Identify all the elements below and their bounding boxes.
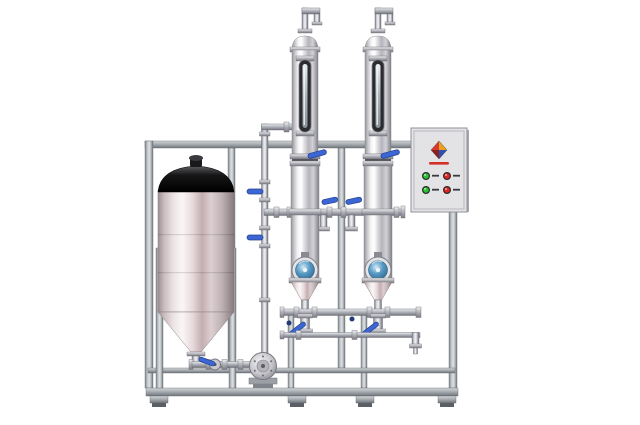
indicator-light-1	[423, 173, 429, 179]
frame-post-front-left	[144, 140, 154, 389]
indicator-lights	[422, 172, 451, 194]
tank-cone-bottom	[157, 311, 235, 353]
butterfly-valve-column-1	[289, 313, 313, 336]
tank-valve-handle	[198, 356, 216, 367]
manifold-valve-handle-1	[321, 196, 339, 205]
tank-body	[157, 189, 235, 313]
membrane-column-2	[361, 7, 401, 311]
butterfly-valve-column-2	[362, 313, 386, 336]
brand-logo-icon	[430, 140, 448, 160]
leveling-feet	[149, 395, 457, 407]
indicator-light-3	[423, 187, 429, 193]
riser-valve-handle-upper	[246, 188, 264, 195]
frame-mid-rail	[147, 367, 456, 374]
pump-bolts	[253, 355, 273, 377]
panel-door-seam	[413, 130, 465, 210]
sensor-knob-left	[286, 320, 292, 326]
support-leg-right	[360, 314, 368, 389]
indicator-light-4	[444, 187, 450, 193]
manifold-valve-handle-2	[345, 196, 363, 205]
tri-clamp-fittings	[259, 131, 271, 303]
brand-text-mark	[429, 162, 449, 165]
tri-clamp-fittings	[293, 306, 422, 318]
light-label-marks	[432, 174, 460, 191]
sensor-knob-middle	[349, 316, 355, 322]
support-leg-left	[287, 314, 295, 389]
lower-manifold-upper-pipe	[279, 306, 422, 318]
lower-manifold-lower-pipe	[279, 316, 422, 355]
tank-dome-lid	[157, 165, 235, 193]
frame-base-rail	[145, 387, 459, 397]
riser-valve-handle-lower	[246, 234, 264, 241]
control-panel	[410, 127, 469, 213]
tank-outlet-line	[188, 356, 259, 371]
feed-pump	[248, 352, 278, 388]
panel-enclosure	[410, 127, 468, 213]
feed-tank	[155, 155, 237, 389]
indicator-light-2	[444, 173, 450, 179]
membrane-column-1	[288, 7, 328, 311]
drain-elbow	[409, 332, 422, 355]
manifold-drop-fittings	[317, 214, 358, 232]
